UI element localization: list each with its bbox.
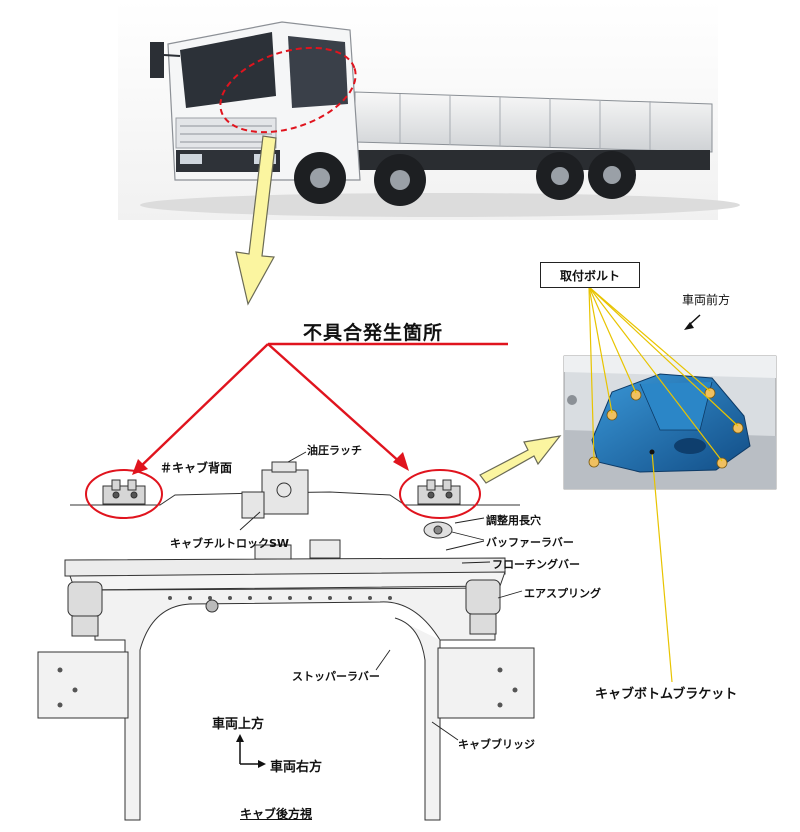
callout-cab-back: ＃キャブ背面: [160, 461, 233, 475]
callout-buffer-rubber: バッファーラバー: [486, 536, 574, 549]
red-pointer-arrows: [132, 342, 508, 475]
bolt-label-box: 取付ボルト: [540, 262, 640, 288]
callout-tilt-lock-sw: キャブチルトロックSW: [170, 537, 290, 550]
cab-bridge-frame: [37, 587, 535, 821]
buffer-rubber: [423, 521, 453, 539]
bracket-photo: [563, 355, 777, 490]
axis-up-label: 車両上方: [212, 717, 265, 732]
bracket-label: キャブボトムブラケット: [595, 687, 738, 702]
floating-bar: [64, 539, 506, 591]
left-cab-bracket: [102, 479, 146, 505]
cab-rear-view-drawing: [37, 461, 535, 821]
axis-right-label: 車両右方: [270, 760, 323, 775]
right-cab-bracket: [417, 479, 461, 505]
hydraulic-latch: [241, 461, 309, 519]
callout-air-spring: エアスプリング: [524, 587, 601, 600]
callout-floating-bar: フローチングバー: [492, 558, 580, 571]
air-spring-left: [67, 581, 103, 637]
truck-photo: [118, 0, 740, 220]
yellow-arrow-down: [235, 135, 277, 306]
yellow-arrow-right: [479, 435, 562, 484]
callout-stopper-rubber: ストッパーラバー: [292, 670, 380, 683]
axes-indicator: [236, 734, 266, 768]
front-direction-arrow: [684, 314, 701, 330]
air-spring-right: [465, 579, 501, 635]
callout-adjust-hole: 調整用長穴: [486, 514, 541, 527]
callout-leaders: [239, 451, 523, 741]
bolt-leader-lines: [588, 286, 739, 683]
callout-hydraulic-latch: 油圧ラッチ: [307, 444, 362, 457]
view-caption: キャブ後方視: [240, 807, 313, 821]
page-title: 不具合発生箇所: [303, 322, 444, 344]
callout-cab-bridge: キャブブリッジ: [458, 738, 535, 751]
vehicle-front-label: 車両前方: [682, 293, 731, 307]
